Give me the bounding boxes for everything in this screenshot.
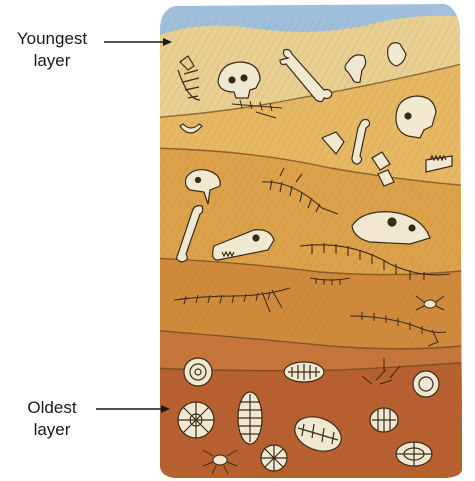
oldest-label-line1: Oldest [10, 397, 94, 419]
ammonite-icon [261, 445, 287, 471]
oldest-label-line2: layer [10, 419, 94, 441]
trilobite-icon [370, 408, 398, 432]
oldest-layer-label: Oldest layer [10, 397, 94, 441]
trilobite-icon [284, 362, 324, 382]
ammonite-icon [396, 442, 432, 466]
youngest-label-line2: layer [2, 50, 102, 72]
ammonite-icon [413, 371, 439, 397]
ammonite-icon [184, 358, 212, 386]
youngest-layer-label: Youngest layer [2, 28, 102, 72]
ammonite-icon [178, 402, 214, 438]
youngest-label-line1: Youngest [2, 28, 102, 50]
trilobite-icon [238, 392, 262, 444]
oldest-layer-arrow [96, 405, 170, 413]
